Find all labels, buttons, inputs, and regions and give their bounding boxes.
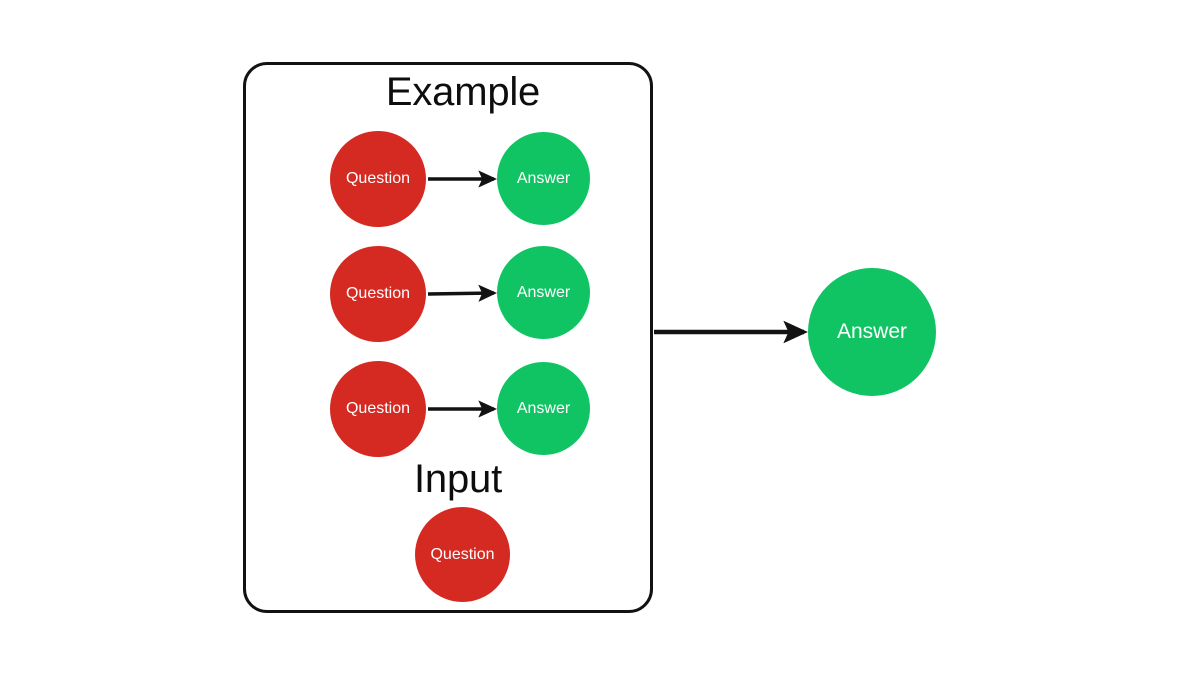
input-question-node[interactable]: Question [415, 507, 510, 602]
example-answer-node-2[interactable]: Answer [497, 246, 590, 339]
example-question-node-2[interactable]: Question [330, 246, 426, 342]
example-answer-node-1[interactable]: Answer [497, 132, 590, 225]
output-answer-node[interactable]: Answer [808, 268, 936, 396]
section-title-example: Example [385, 70, 541, 114]
example-answer-node-3[interactable]: Answer [497, 362, 590, 455]
section-title-input: Input [414, 457, 502, 501]
example-question-node-3[interactable]: Question [330, 361, 426, 457]
example-question-node-1[interactable]: Question [330, 131, 426, 227]
